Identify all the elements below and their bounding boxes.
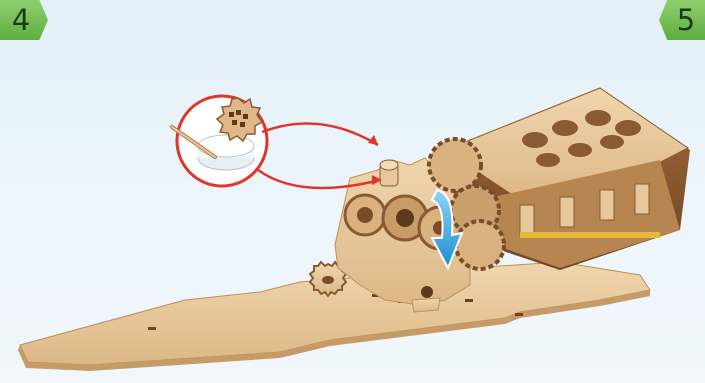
callout-arrow-upper [262, 124, 378, 145]
lubrication-callout [172, 96, 382, 188]
